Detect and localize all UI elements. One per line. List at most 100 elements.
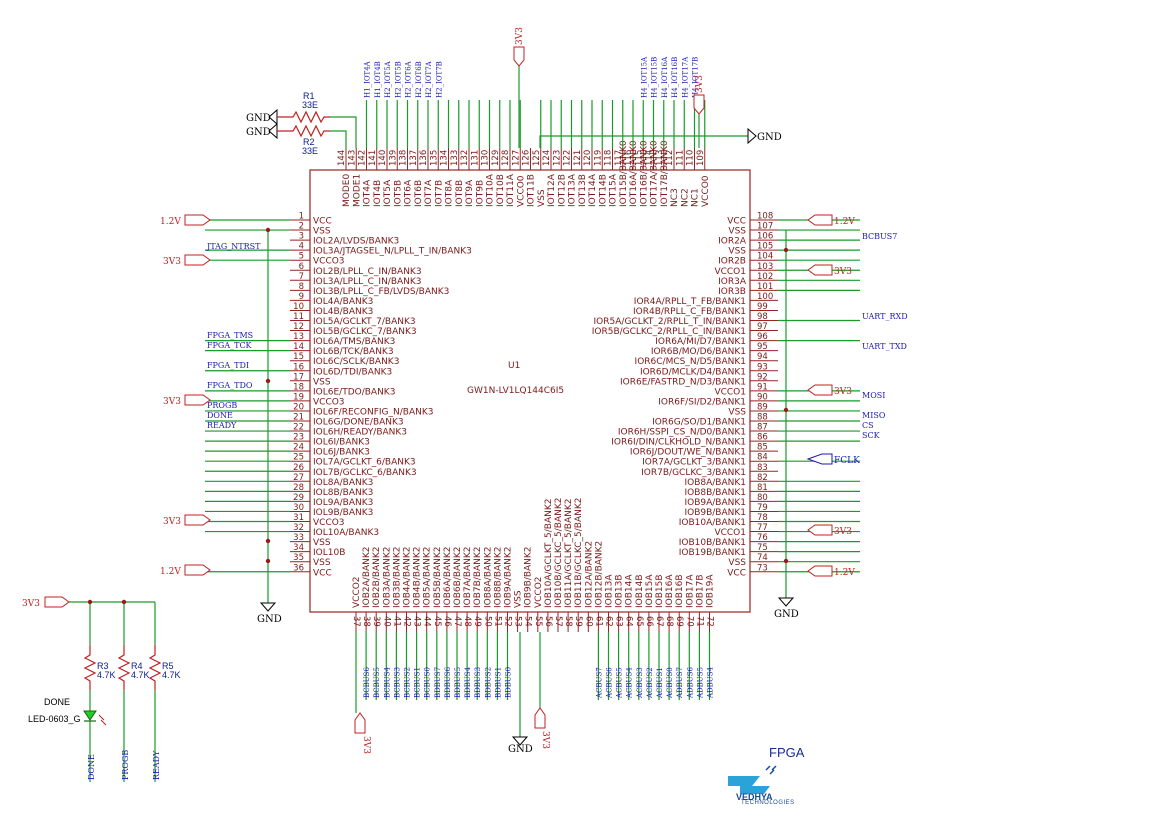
pin-name-107: VSS (728, 227, 746, 237)
pin-name-144: MODE0 (342, 174, 352, 207)
bot-net-BCBUS4: BCBUS4 (383, 667, 391, 698)
gnd-top-right: GND (747, 127, 782, 145)
pin-name-116: IOT16A/BANK0 (629, 140, 639, 207)
ic-part: GW1N-LV1LQ144C6I5 (467, 386, 564, 396)
pin-number-120: 120 (583, 150, 593, 166)
pin-name-41: IOB3B/BANK2 (392, 546, 402, 608)
pin-name-40: IOB3A/BANK2 (382, 546, 392, 608)
pin-number-114: 114 (645, 150, 655, 166)
pin-number-103: 103 (757, 262, 773, 272)
pin-number-27: 27 (293, 473, 304, 483)
pin-number-59: 59 (573, 616, 583, 627)
svg-text:3V3: 3V3 (22, 599, 40, 609)
pin-name-21: IOL6G/DONE/BANK3 (313, 418, 404, 428)
bot-net-BCBUS6: BCBUS6 (363, 667, 371, 698)
pin-number-132: 132 (460, 150, 470, 166)
pin-name-133: IOT8B (455, 180, 465, 207)
pin-name-13: IOL6A/TMS/BANK3 (313, 337, 395, 347)
pin-name-53: VSS (514, 590, 524, 608)
resistor-r4: R4 4.7K (117, 645, 150, 690)
top-net-H1_IOT4A: H1_IOT4A (364, 60, 372, 98)
junction-dot (783, 407, 789, 413)
pin-name-52: IOB9A/BANK2 (504, 546, 514, 608)
pin-name-3: IOL2A/LVDS/BANK3 (313, 237, 399, 247)
pin-name-96: IOR6A/MI/D7/BANK1 (655, 337, 746, 347)
pin-name-142: IOT4A (363, 179, 373, 207)
pin-name-51: IOB8B/BANK2 (493, 546, 503, 608)
pin-number-70: 70 (684, 616, 694, 627)
pin-name-34: IOL10B (313, 548, 345, 558)
svg-text:R2: R2 (303, 137, 315, 147)
bot-net-BDBUS6: BDBUS6 (444, 666, 452, 698)
pin-name-109: VCCO0 (701, 175, 711, 207)
pin-number-137: 137 (409, 150, 419, 166)
pin-number-60: 60 (583, 616, 593, 627)
pin-name-14: IOL6B/TCK/BANK3 (313, 347, 394, 357)
pin-name-20: IOL6F/RECONFIG_N/BANK3 (313, 407, 434, 417)
pin-number-18: 18 (293, 382, 304, 392)
pin-name-4: IOL3A/JTAGSEL_N/LPLL_T_IN/BANK3 (313, 247, 472, 257)
svg-text:LED-0603_G: LED-0603_G (28, 714, 81, 724)
net-ready: READY (207, 421, 237, 430)
pin-name-46: IOB6A/BANK2 (443, 546, 453, 608)
net-fpga-tdi: FPGA_TDI (207, 361, 249, 370)
pin-number-123: 123 (552, 150, 562, 166)
pin-name-64: IOB14A (625, 574, 635, 608)
pin-name-43: IOB4B/BANK2 (413, 546, 423, 608)
pin-name-54: IOB9B/BANK2 (524, 546, 534, 608)
pin-name-137: IOT6B (414, 180, 424, 207)
pin-name-26: IOL7B/GCLKC_6/BANK3 (313, 468, 417, 478)
pin-number-92: 92 (757, 372, 768, 382)
pin-number-43: 43 (412, 616, 422, 627)
pin-number-65: 65 (634, 616, 644, 627)
net-fpga-tdo: FPGA_TDO (207, 381, 253, 390)
pin-number-25: 25 (293, 453, 304, 463)
svg-text:3V3: 3V3 (163, 257, 181, 267)
pin-number-100: 100 (757, 292, 773, 302)
pwr-1v2-right-bot: 1.2V (807, 565, 855, 578)
pin-name-37: VCCO2 (352, 576, 362, 608)
svg-text:GND: GND (508, 744, 533, 755)
pin-number-105: 105 (757, 242, 773, 252)
pin-number-94: 94 (757, 352, 768, 362)
pin-number-82: 82 (757, 473, 768, 483)
pin-name-106: IOR2A (718, 237, 747, 247)
pin-name-9: IOL4A/BANK3 (313, 297, 373, 307)
svg-text:1.2V: 1.2V (160, 567, 181, 577)
pin-name-22: IOL6H/READY/BANK3 (313, 428, 407, 438)
top-net-H2_IOT7A: H2_IOT7A (425, 60, 433, 98)
svg-text:GND: GND (257, 614, 282, 625)
pin-number-115: 115 (634, 150, 644, 166)
pin-name-36: VCC (313, 568, 332, 578)
pin-name-47: IOB6B/BANK2 (453, 546, 463, 608)
pin-number-85: 85 (757, 443, 768, 453)
pin-number-75: 75 (757, 543, 768, 553)
pin-number-20: 20 (293, 402, 304, 412)
pin-number-81: 81 (757, 483, 768, 493)
pin-number-127: 127 (511, 150, 521, 166)
pin-number-68: 68 (664, 616, 674, 627)
pin-number-63: 63 (614, 616, 624, 627)
pin-name-35: VSS (313, 558, 331, 568)
pin-number-128: 128 (501, 150, 511, 166)
pin-number-99: 99 (757, 302, 768, 312)
pin-number-96: 96 (757, 332, 768, 342)
pin-number-104: 104 (757, 252, 773, 262)
pin-name-27: IOL8A/BANK3 (313, 478, 373, 488)
bot-net-ACBUS0: ACBUS0 (666, 667, 674, 699)
right-pins: 108VCC107VSS106IOR2A105VSS104IOR2B103VCC… (592, 212, 778, 578)
pin-number-97: 97 (757, 322, 768, 332)
pin-number-61: 61 (593, 616, 603, 627)
pin-number-66: 66 (644, 616, 654, 627)
pin-name-120: IOT14A (588, 173, 598, 207)
junction-dot (265, 538, 271, 544)
pin-number-108: 108 (757, 212, 773, 222)
pin-number-141: 141 (368, 150, 378, 166)
pwr-3v3-left-2: 3V3 (163, 394, 211, 407)
pin-name-44: IOB5A/BANK2 (423, 546, 433, 608)
gnd-bottom: GND (508, 736, 533, 755)
svg-text:4.7K: 4.7K (97, 670, 116, 680)
pin-name-89: VSS (728, 407, 746, 417)
pin-number-45: 45 (432, 616, 442, 627)
ic-body (309, 169, 751, 613)
